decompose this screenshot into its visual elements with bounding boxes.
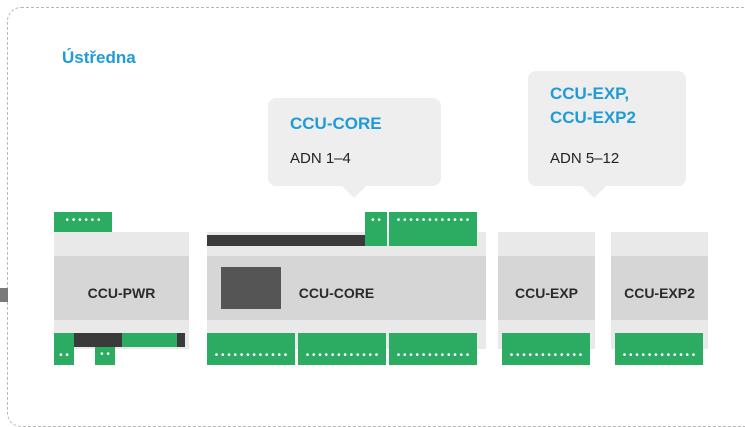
callout-core-title: CCU-CORE xyxy=(290,114,382,133)
frame-marker xyxy=(0,288,8,302)
module-ccu-exp2: CCU-EXP2 xyxy=(611,232,708,349)
display-screen xyxy=(221,267,281,309)
callout-core-subtitle: ADN 1–4 xyxy=(290,150,351,167)
terminal-block xyxy=(122,333,177,347)
terminal-block: • • • • • • xyxy=(54,212,112,232)
module-pwr-label: CCU-PWR xyxy=(87,285,156,301)
module-ccu-exp: CCU-EXP xyxy=(498,232,595,349)
callout-ccu-exp: CCU-EXP, CCU-EXP2 ADN 5–12 xyxy=(528,71,686,198)
terminal-block: • • • • • • • • • • • • xyxy=(298,333,386,365)
module-band xyxy=(611,256,708,320)
terminal-block: • • xyxy=(95,347,115,365)
terminal-block: • • • • • • • • • • • • xyxy=(502,333,590,365)
terminal-block: • • • • • • • • • • • • xyxy=(207,333,295,365)
module-exp2-label: CCU-EXP2 xyxy=(624,285,695,301)
terminal-block: • • • • • • • • • • • • xyxy=(615,333,703,365)
terminal-block: • • xyxy=(54,333,74,365)
terminal-block: • • xyxy=(365,212,387,246)
module-band xyxy=(498,256,595,320)
callout-exp-title-line2: CCU-EXP2 xyxy=(550,108,636,127)
module-core-label: CCU-CORE xyxy=(298,285,375,301)
terminal-block: • • • • • • • • • • • • xyxy=(389,212,477,246)
module-ccu-pwr: CCU-PWR xyxy=(54,232,189,349)
callout-exp-subtitle: ADN 5–12 xyxy=(550,150,620,167)
module-band xyxy=(54,256,189,320)
module-exp-label: CCU-EXP xyxy=(514,285,578,301)
terminal-block: • • • • • • • • • • • • xyxy=(389,333,477,365)
callout-exp-title-line1: CCU-EXP, xyxy=(550,84,630,103)
top-rail xyxy=(207,235,367,246)
module-ccu-core: CCU-CORE xyxy=(207,232,486,349)
section-title: Ústředna xyxy=(62,48,136,67)
callout-ccu-core: CCU-CORE ADN 1–4 xyxy=(268,98,441,198)
